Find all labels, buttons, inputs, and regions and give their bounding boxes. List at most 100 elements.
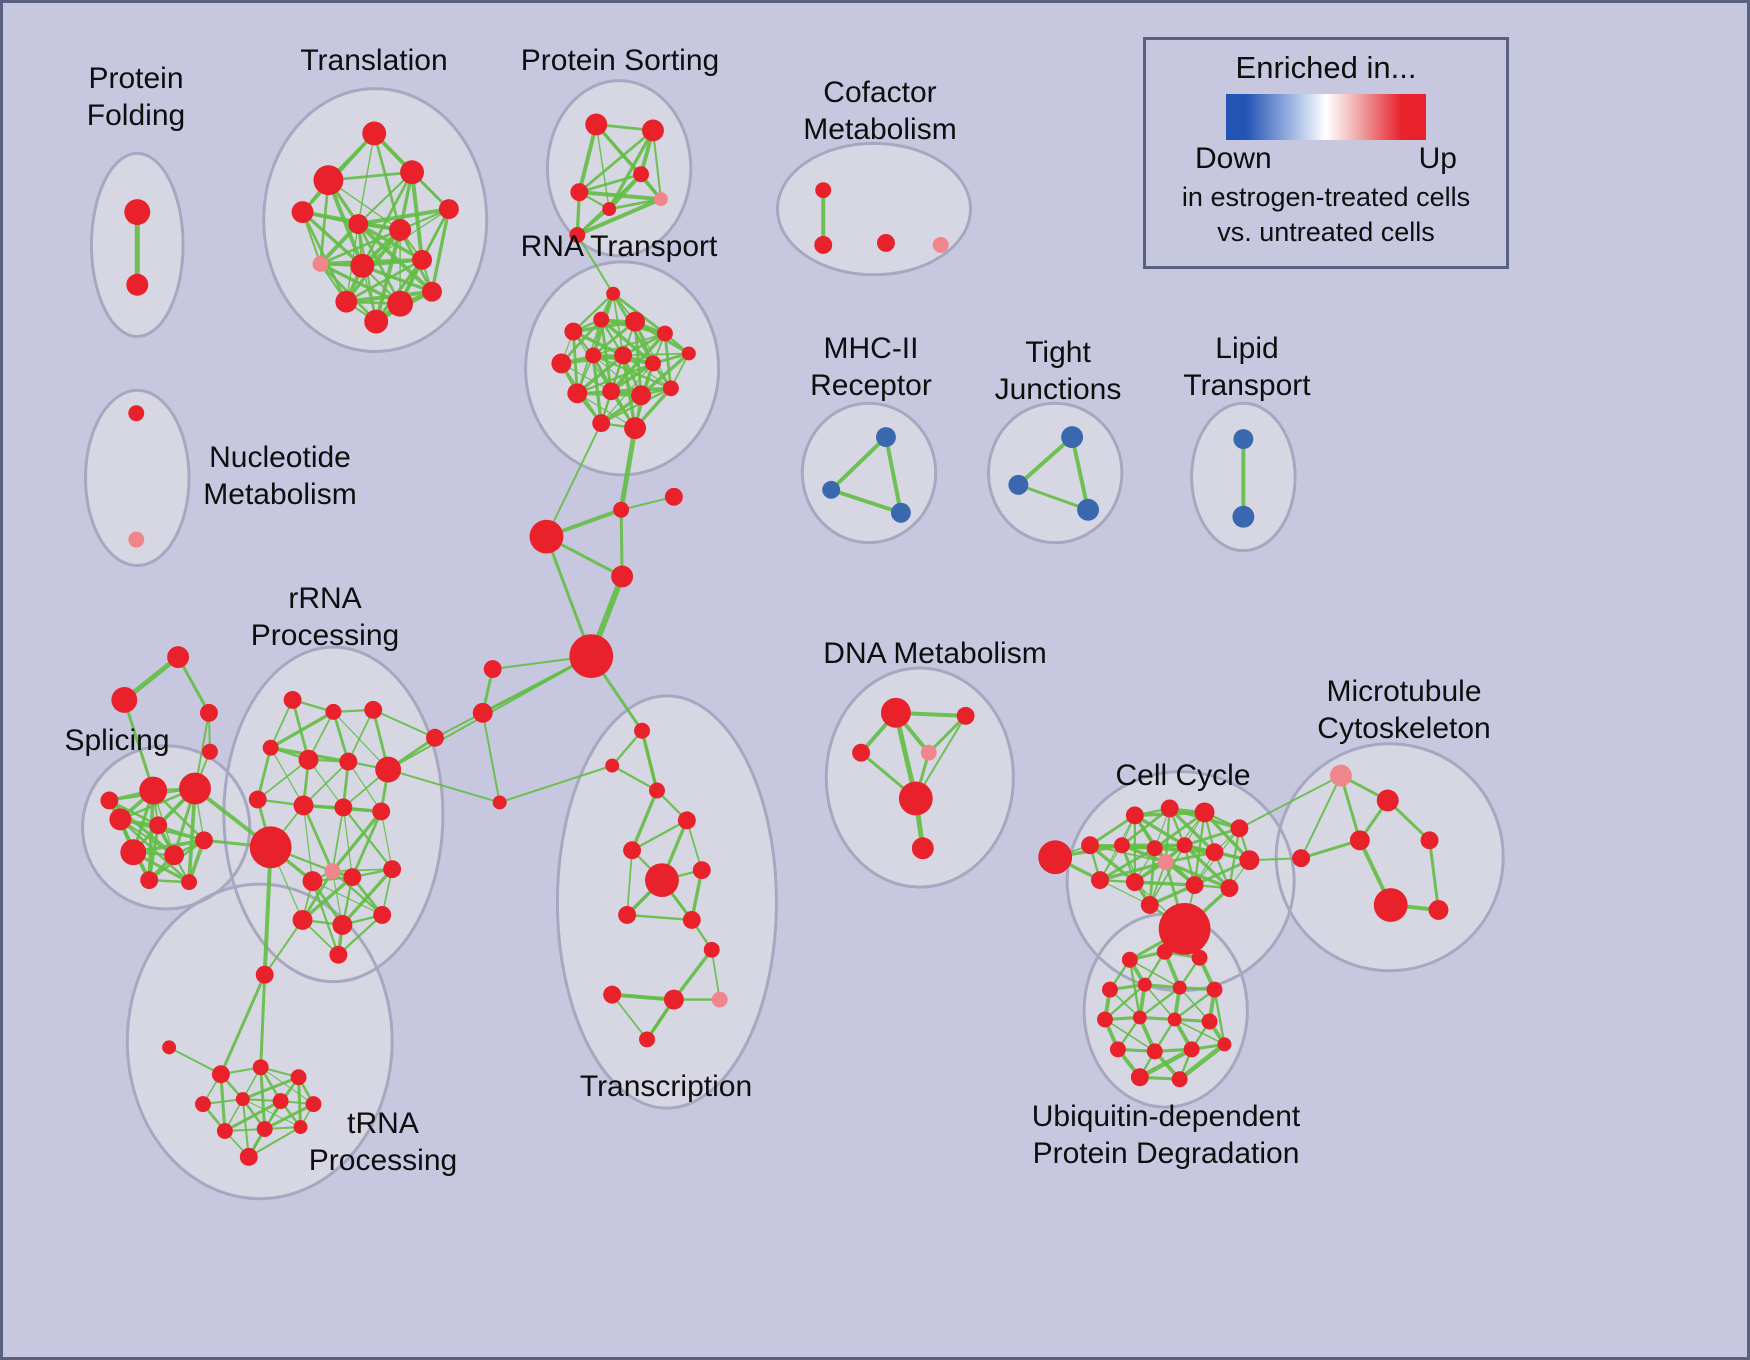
node-mhc2_receptor	[875, 427, 896, 448]
edge	[344, 289, 434, 304]
cluster-outline-splicing	[81, 744, 252, 911]
node-microtubule_cytoskeleton	[1292, 849, 1311, 868]
edge	[1183, 826, 1241, 847]
edge	[372, 132, 402, 232]
edge	[1173, 988, 1216, 1021]
edge	[168, 1046, 222, 1076]
edge	[1133, 813, 1187, 847]
edge	[430, 207, 451, 294]
node-rna_transport	[624, 417, 647, 440]
node-transcription	[639, 1031, 655, 1048]
node-ubiquitin_degradation	[1137, 977, 1152, 992]
node-cell_cycle	[1160, 799, 1179, 818]
node-transcription	[605, 758, 620, 773]
legend-gradient-bar	[1226, 94, 1426, 140]
edge	[630, 788, 659, 852]
node-rrna_processing	[364, 700, 383, 719]
node-splicing	[120, 839, 147, 866]
node-cell_cycle	[1113, 837, 1130, 854]
node-trna_processing	[293, 1120, 308, 1134]
legend-title: Enriched in...	[1235, 50, 1417, 85]
edge	[1088, 843, 1137, 884]
edge	[1173, 1018, 1226, 1046]
node-cell_cycle	[1220, 879, 1239, 898]
node-dna_metabolism	[852, 743, 871, 762]
node-ubiquitin_degradation	[1109, 1041, 1126, 1058]
node-cell_cycle	[1239, 850, 1260, 871]
node-cell_cycle	[1081, 836, 1100, 855]
edge	[498, 764, 614, 804]
edge	[576, 233, 615, 295]
node-rrna_processing	[373, 905, 392, 924]
node-tight_junctions	[1061, 426, 1084, 449]
node-mhc2_receptor	[890, 502, 911, 523]
node-trna_processing	[272, 1093, 289, 1110]
edge	[575, 197, 663, 237]
node-ubiquitin_degradation	[1217, 1037, 1232, 1052]
node-ubiquitin_degradation	[1167, 1012, 1182, 1027]
cluster-outline-translation	[262, 87, 489, 353]
node-protein_sorting	[642, 119, 664, 142]
node-rna_transport	[567, 383, 588, 404]
cluster-outline-microtubule_cytoskeleton	[1274, 742, 1505, 973]
edge	[577, 122, 599, 195]
edge	[347, 708, 375, 763]
edge	[663, 332, 673, 390]
node-ubiquitin_degradation	[1171, 1071, 1188, 1088]
node-transcription	[623, 841, 642, 860]
edge	[1164, 860, 1232, 890]
node-translation	[438, 199, 459, 220]
legend-up-label: Up	[1418, 142, 1457, 175]
edge	[374, 258, 424, 324]
edge	[1016, 435, 1075, 487]
node-transcription	[703, 941, 720, 958]
node-ubiquitin_degradation	[1121, 951, 1138, 968]
edge	[263, 918, 304, 976]
node-ubiquitin_degradation	[1097, 1011, 1113, 1028]
node-ubiquitin_degradation	[1172, 980, 1187, 995]
node-ubiquitin_degradation	[1206, 981, 1223, 998]
cluster-outline-nucleotide_metabolism	[84, 388, 191, 568]
node-rna_transport	[656, 325, 673, 342]
edge	[545, 422, 603, 538]
edge	[1339, 774, 1362, 842]
edge	[625, 913, 693, 922]
node-cell_cycle	[1205, 843, 1224, 862]
node-splicing	[149, 816, 168, 835]
edge	[242, 1098, 302, 1128]
node-cell_cycle	[1157, 854, 1174, 871]
node-trna_processing	[211, 1065, 230, 1084]
edge	[247, 1125, 302, 1158]
edge	[1202, 810, 1252, 862]
node-splicing	[100, 791, 119, 810]
node-rrna_processing	[375, 756, 402, 783]
cluster-outline-dna_metabolism	[824, 666, 1015, 889]
edge	[1138, 986, 1181, 1019]
node-microtubule_cytoskeleton	[1376, 789, 1399, 812]
node-ubiquitin_degradation	[1183, 1041, 1200, 1058]
edge	[259, 973, 267, 1069]
node-ubiquitin_degradation	[1191, 949, 1208, 966]
node-trna_processing	[255, 965, 274, 984]
edge	[611, 764, 659, 792]
node-connectors	[483, 660, 502, 679]
node-ubiquitin_degradation	[1156, 943, 1173, 960]
edge	[630, 819, 688, 852]
node-rna_transport	[681, 346, 696, 361]
node-cell_cycle	[1158, 903, 1211, 955]
edge	[1133, 880, 1197, 887]
edge	[1103, 983, 1146, 1021]
node-translation	[412, 249, 432, 270]
node-dna_metabolism	[920, 744, 937, 761]
node-cell_cycle	[1230, 819, 1249, 838]
edge	[591, 353, 603, 425]
edge	[357, 132, 375, 225]
cluster-outline-rrna_processing	[222, 645, 445, 984]
cluster-outline-tight_junctions	[987, 401, 1124, 545]
node-splicing	[181, 874, 198, 891]
edge	[1153, 810, 1206, 850]
edge	[1167, 806, 1217, 854]
edge	[626, 849, 633, 916]
legend-down-label: Down	[1195, 142, 1272, 175]
node-rna_transport	[585, 347, 602, 364]
